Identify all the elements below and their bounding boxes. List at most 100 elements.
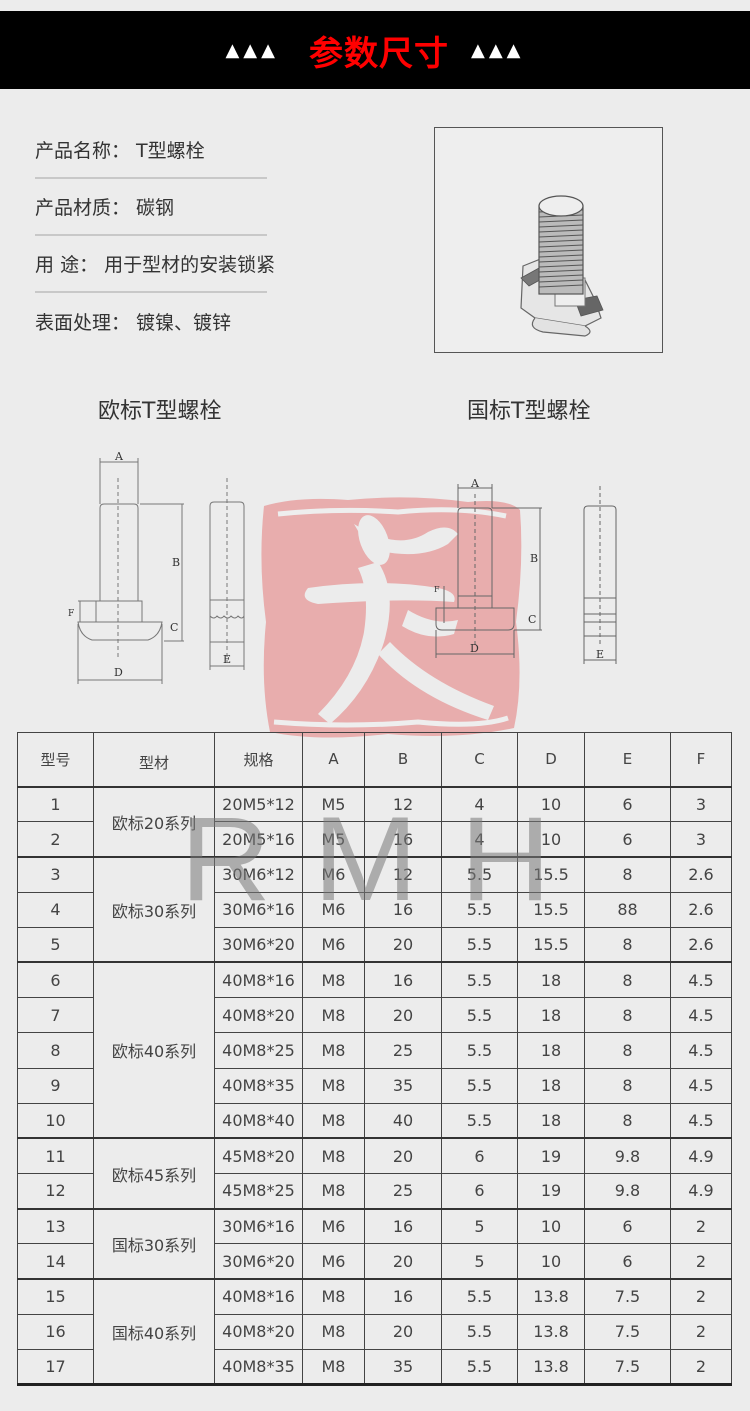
cell-series: 欧标20系列 <box>93 785 215 858</box>
cell-a: M8 <box>302 1313 365 1351</box>
cell-c: 5 <box>441 1243 518 1280</box>
cell-c: 4 <box>441 821 518 858</box>
cell-spec: 40M8*16 <box>214 1278 303 1315</box>
product-info-list: 产品名称： T型螺栓 产品材质： 碳钢 用 途： 用于型材的安装锁紧 表面处理：… <box>35 122 275 350</box>
table-row: 2 20M5*16 M5 16 4 10 6 3 <box>17 821 732 858</box>
cell-series: 欧标40系列 <box>93 961 215 1139</box>
cell-e: 88 <box>584 891 671 928</box>
cell-a: M8 <box>302 1278 365 1315</box>
cell-d: 15.5 <box>517 891 585 928</box>
cell-spec: 45M8*20 <box>214 1137 303 1175</box>
table-row: 5 30M6*20 M6 20 5.5 15.5 8 2.6 <box>17 926 732 963</box>
dim-label-e: E <box>223 653 231 666</box>
header-model-no: 型号 <box>17 732 94 787</box>
cell-a: M6 <box>302 1243 365 1280</box>
cell-no: 6 <box>17 961 94 999</box>
table-row: 4 30M6*16 M6 16 5.5 15.5 88 2.6 <box>17 891 732 928</box>
cell-spec: 20M5*16 <box>214 821 303 858</box>
info-label: 产品名称： <box>35 140 131 162</box>
info-label: 产品材质： <box>35 197 131 219</box>
header-spec: 规格 <box>214 732 303 787</box>
dim-label-f: F <box>434 585 440 594</box>
cell-e: 6 <box>584 821 671 858</box>
cell-b: 20 <box>364 926 442 963</box>
cell-a: M6 <box>302 926 365 963</box>
spec-table: 型号 型材 规格 A B C D E F 1 欧标20系列 20M5*12 M5… <box>17 732 732 1387</box>
cell-no: 17 <box>17 1348 94 1386</box>
cell-f: 2 <box>670 1313 732 1351</box>
national-t-bolt-drawing: A B C D E F <box>434 478 617 664</box>
cell-spec: 40M8*16 <box>214 961 303 999</box>
cell-spec: 40M8*20 <box>214 1313 303 1351</box>
cell-series: 欧标45系列 <box>93 1137 215 1210</box>
cell-no: 11 <box>17 1137 94 1175</box>
cell-d: 18 <box>517 1032 585 1069</box>
cell-e: 7.5 <box>584 1348 671 1386</box>
cell-d: 15.5 <box>517 926 585 963</box>
cell-spec: 40M8*40 <box>214 1102 303 1139</box>
cell-c: 5.5 <box>441 1348 518 1386</box>
cell-f: 2.6 <box>670 926 732 963</box>
cell-d: 18 <box>517 997 585 1034</box>
t-bolt-isometric-icon <box>520 195 604 337</box>
dim-label-c: C <box>170 621 178 634</box>
cell-spec: 40M8*35 <box>214 1348 303 1386</box>
dim-label-a: A <box>114 450 124 463</box>
info-label-part: 用 <box>35 254 55 276</box>
section-banner: ▲▲▲ 参数尺寸 ▲▲▲ <box>0 11 750 89</box>
cell-e: 8 <box>584 855 671 893</box>
cell-a: M8 <box>302 1102 365 1139</box>
cell-a: M8 <box>302 1032 365 1069</box>
cell-d: 18 <box>517 1102 585 1139</box>
cell-no: 15 <box>17 1278 94 1315</box>
cell-f: 2.6 <box>670 891 732 928</box>
cell-b: 16 <box>364 1278 442 1315</box>
cell-a: M5 <box>302 821 365 858</box>
header-a: A <box>302 732 365 787</box>
cell-c: 5.5 <box>441 961 518 999</box>
cell-f: 2 <box>670 1278 732 1315</box>
dim-label-d: D <box>470 642 479 655</box>
cell-a: M6 <box>302 855 365 893</box>
cell-d: 19 <box>517 1173 585 1210</box>
info-value: T型螺栓 <box>136 140 205 162</box>
dim-label-c: C <box>528 613 536 626</box>
cell-f: 4.5 <box>670 1067 732 1104</box>
cell-f: 3 <box>670 821 732 858</box>
cell-c: 6 <box>441 1137 518 1175</box>
cell-d: 13.8 <box>517 1278 585 1315</box>
dim-label-a: A <box>470 478 480 490</box>
header-c: C <box>441 732 518 787</box>
table-row: 6 欧标40系列 40M8*16 M8 16 5.5 18 8 4.5 <box>17 961 732 1139</box>
cell-d: 19 <box>517 1137 585 1175</box>
cell-f: 2 <box>670 1243 732 1280</box>
cell-b: 16 <box>364 891 442 928</box>
cell-e: 8 <box>584 1102 671 1139</box>
cell-c: 5.5 <box>441 997 518 1034</box>
cell-no: 4 <box>17 891 94 928</box>
cell-b: 40 <box>364 1102 442 1139</box>
cell-d: 10 <box>517 1207 585 1245</box>
cell-spec: 40M8*25 <box>214 1032 303 1069</box>
dim-label-d: D <box>114 666 123 679</box>
cell-e: 6 <box>584 1207 671 1245</box>
cell-f: 4.5 <box>670 997 732 1034</box>
cell-f: 4.5 <box>670 1102 732 1139</box>
cell-f: 2 <box>670 1348 732 1386</box>
table-row: 15 国标40系列 40M8*16 M8 16 5.5 13.8 7.5 2 <box>17 1278 732 1386</box>
cell-c: 5.5 <box>441 1278 518 1315</box>
cell-series: 国标30系列 <box>93 1207 215 1280</box>
cell-a: M6 <box>302 891 365 928</box>
cell-b: 20 <box>364 1243 442 1280</box>
cell-a: M5 <box>302 785 365 823</box>
cell-spec: 20M5*12 <box>214 785 303 823</box>
cell-spec: 30M6*12 <box>214 855 303 893</box>
table-row: 1 欧标20系列 20M5*12 M5 12 4 10 6 3 <box>17 785 732 858</box>
cell-no: 12 <box>17 1173 94 1210</box>
cell-no: 14 <box>17 1243 94 1280</box>
product-image <box>434 127 663 353</box>
cell-c: 4 <box>441 785 518 823</box>
cell-b: 25 <box>364 1032 442 1069</box>
cell-d: 18 <box>517 961 585 999</box>
cell-spec: 30M6*20 <box>214 926 303 963</box>
